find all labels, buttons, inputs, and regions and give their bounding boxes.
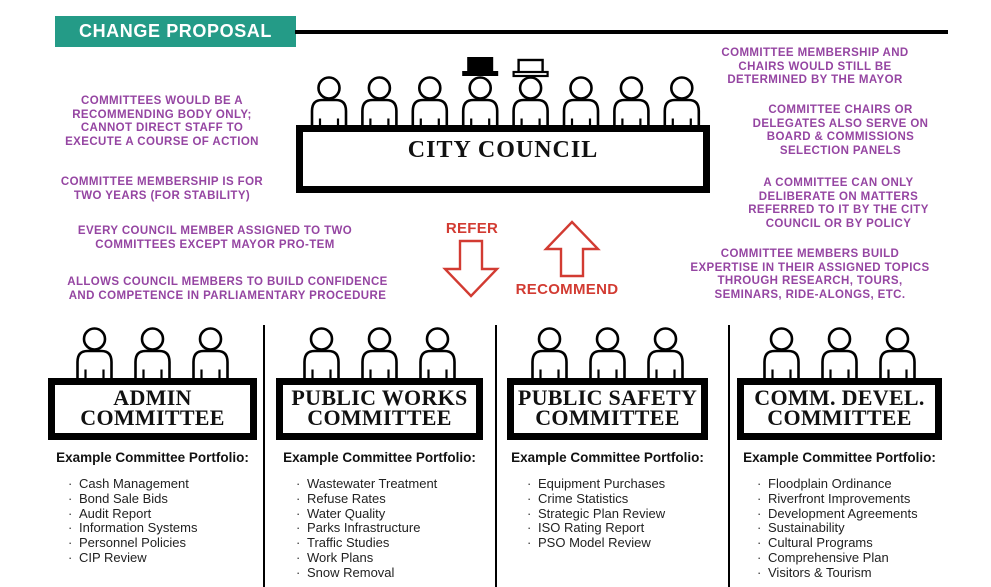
admin-committee-box: ADMIN COMMITTEE [48,378,257,440]
portfolio-header: Example Committee Portfolio: [511,450,704,465]
portfolio-header: Example Committee Portfolio: [283,450,476,465]
annotation-two-year-membership: COMMITTEE MEMBERSHIP IS FOR TWO YEARS (F… [60,176,264,202]
person-icon [134,327,171,378]
public-works-committee-box: PUBLIC WORKS COMMITTEE [276,378,483,440]
person-icon [821,327,858,378]
admin-portfolio: Example Committee Portfolio: Cash Manage… [44,450,261,566]
portfolio-header: Example Committee Portfolio: [743,450,936,465]
person-icon [192,327,229,378]
portfolio-item: Equipment Purchases [527,476,712,492]
person-icon [613,76,650,127]
portfolio-item: Refuse Rates [296,491,487,507]
portfolio-list: Equipment PurchasesCrime StatisticsStrat… [503,476,712,551]
public-safety-portfolio: Example Committee Portfolio: Equipment P… [503,450,712,551]
black-top-hat-icon [462,57,499,76]
portfolio-item: Work Plans [296,550,487,566]
portfolio-item: ISO Rating Report [527,521,712,536]
comm-devel-committee-members-icons [763,327,916,378]
annotation-deliberate-matters: A COMMITTEE CAN ONLY DELIBERATE ON MATTE… [748,177,929,230]
column-divider [495,325,497,587]
person-icon [419,327,456,378]
portfolio-list: Wastewater TreatmentRefuse RatesWater Qu… [272,476,487,581]
person-icon [76,327,113,378]
person-icon [512,76,549,127]
portfolio-item: Strategic Plan Review [527,506,712,522]
person-icon [361,327,398,378]
annotation-recommending-body: COMMITTEES WOULD BE A RECOMMENDING BODY … [65,95,259,148]
portfolio-header: Example Committee Portfolio: [56,450,249,465]
person-icon [879,327,916,378]
portfolio-list: Floodplain OrdinanceRiverfront Improveme… [733,476,946,581]
portfolio-item: Bond Sale Bids [68,491,261,507]
public-works-committee-members-icons [303,327,456,378]
portfolio-item: Visitors & Tourism [757,565,946,581]
admin-committee-title: ADMIN COMMITTEE [80,385,225,430]
person-icon [663,76,701,127]
city-council-title: CITY COUNCIL [407,137,599,163]
recommend-label: RECOMMEND [515,281,619,298]
public-safety-committee-title: PUBLIC SAFETY COMMITTEE [517,385,698,430]
person-icon [461,76,499,127]
person-icon [562,76,600,127]
person-icon [647,327,684,378]
person-icon [531,327,568,378]
recommend-up-arrow-icon [543,220,601,278]
top-connector-line [295,30,948,34]
portfolio-item: Audit Report [68,506,261,522]
comm-devel-portfolio: Example Committee Portfolio: Floodplain … [733,450,946,581]
annotation-build-expertise: COMMITTEE MEMBERS BUILD EXPERTISE IN THE… [690,248,930,301]
white-top-hat-icon [512,58,549,78]
change-proposal-banner: CHANGE PROPOSAL [55,16,296,47]
person-icon [411,76,449,127]
portfolio-item: Traffic Studies [296,535,487,551]
portfolio-item: Development Agreements [757,506,946,522]
refer-label: REFER [445,220,499,237]
person-icon [361,76,398,127]
portfolio-item: Wastewater Treatment [296,476,487,492]
portfolio-item: Comprehensive Plan [757,550,946,566]
admin-committee-members-icons [76,327,229,378]
portfolio-item: Snow Removal [296,565,487,581]
portfolio-item: CIP Review [68,550,261,566]
annotation-two-committees: EVERY COUNCIL MEMBER ASSIGNED TO TWO COM… [77,225,353,251]
annotation-selection-panels: COMMITTEE CHAIRS OR DELEGATES ALSO SERVE… [752,104,929,157]
city-council-box: CITY COUNCIL [296,125,710,193]
annotation-mayor-determines: COMMITTEE MEMBERSHIP AND CHAIRS WOULD ST… [721,47,909,87]
portfolio-item: Crime Statistics [527,491,712,507]
council-members-icons [310,57,701,127]
portfolio-item: Cultural Programs [757,535,946,551]
portfolio-item: Riverfront Improvements [757,491,946,507]
portfolio-item: Water Quality [296,506,487,522]
column-divider [728,325,730,587]
portfolio-item: Sustainability [757,521,946,536]
comm-devel-committee-title: COMM. DEVEL. COMMITTEE [754,385,925,430]
portfolio-item: Cash Management [68,476,261,492]
person-icon [763,327,800,378]
public-safety-committee-box: PUBLIC SAFETY COMMITTEE [507,378,708,440]
portfolio-item: Floodplain Ordinance [757,476,946,492]
portfolio-item: Information Systems [68,521,261,536]
portfolio-list: Cash ManagementBond Sale BidsAudit Repor… [44,476,261,566]
annotation-parliamentary-procedure: ALLOWS COUNCIL MEMBERS TO BUILD CONFIDEN… [67,276,388,302]
public-works-portfolio: Example Committee Portfolio: Wastewater … [272,450,487,581]
public-safety-committee-members-icons [531,327,684,378]
person-icon [589,327,626,378]
portfolio-item: PSO Model Review [527,535,712,551]
person-icon [303,327,340,378]
person-icon [310,76,348,127]
public-works-committee-title: PUBLIC WORKS COMMITTEE [291,385,468,430]
column-divider [263,325,265,587]
refer-down-arrow-icon [442,239,500,298]
comm-devel-committee-box: COMM. DEVEL. COMMITTEE [737,378,942,440]
portfolio-item: Personnel Policies [68,535,261,551]
portfolio-item: Parks Infrastructure [296,521,487,536]
